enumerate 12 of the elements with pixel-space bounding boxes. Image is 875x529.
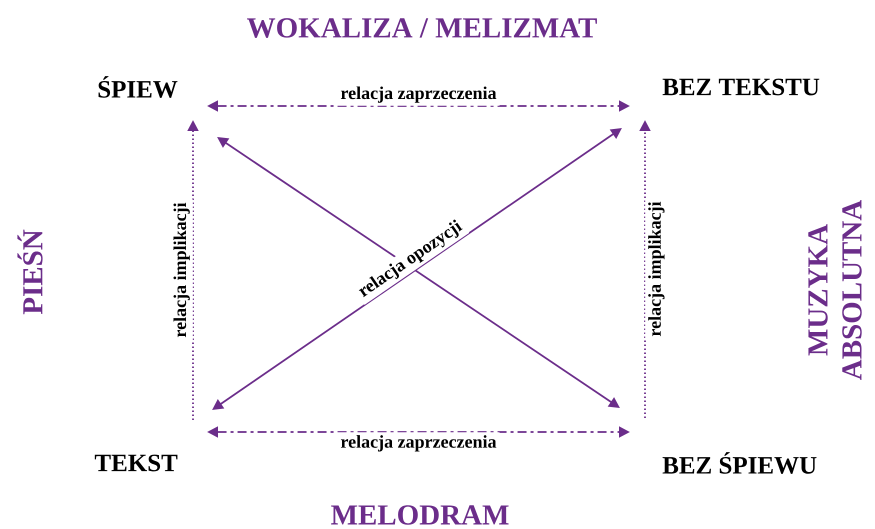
category-label: WOKALIZA / MELIZMAT — [247, 18, 597, 38]
edge-label: relacja implikacji — [170, 199, 193, 341]
term-label: BEZ TEKSTU — [662, 78, 820, 96]
term-label: BEZ ŚPIEWU — [662, 452, 816, 474]
edge-label: relacja zaprzeczenia — [337, 83, 500, 106]
edge-label: relacja zaprzeczenia — [337, 432, 500, 454]
term-label: ŚPIEW — [98, 76, 178, 98]
category-label: MUZYKA ABSOLUTNA — [808, 200, 862, 380]
term-label: TEKST — [94, 454, 178, 472]
category-label: PIEŚŃ — [17, 230, 43, 314]
category-label: MELODRAM — [331, 505, 509, 525]
edge-label: relacja implikacji — [645, 198, 668, 340]
